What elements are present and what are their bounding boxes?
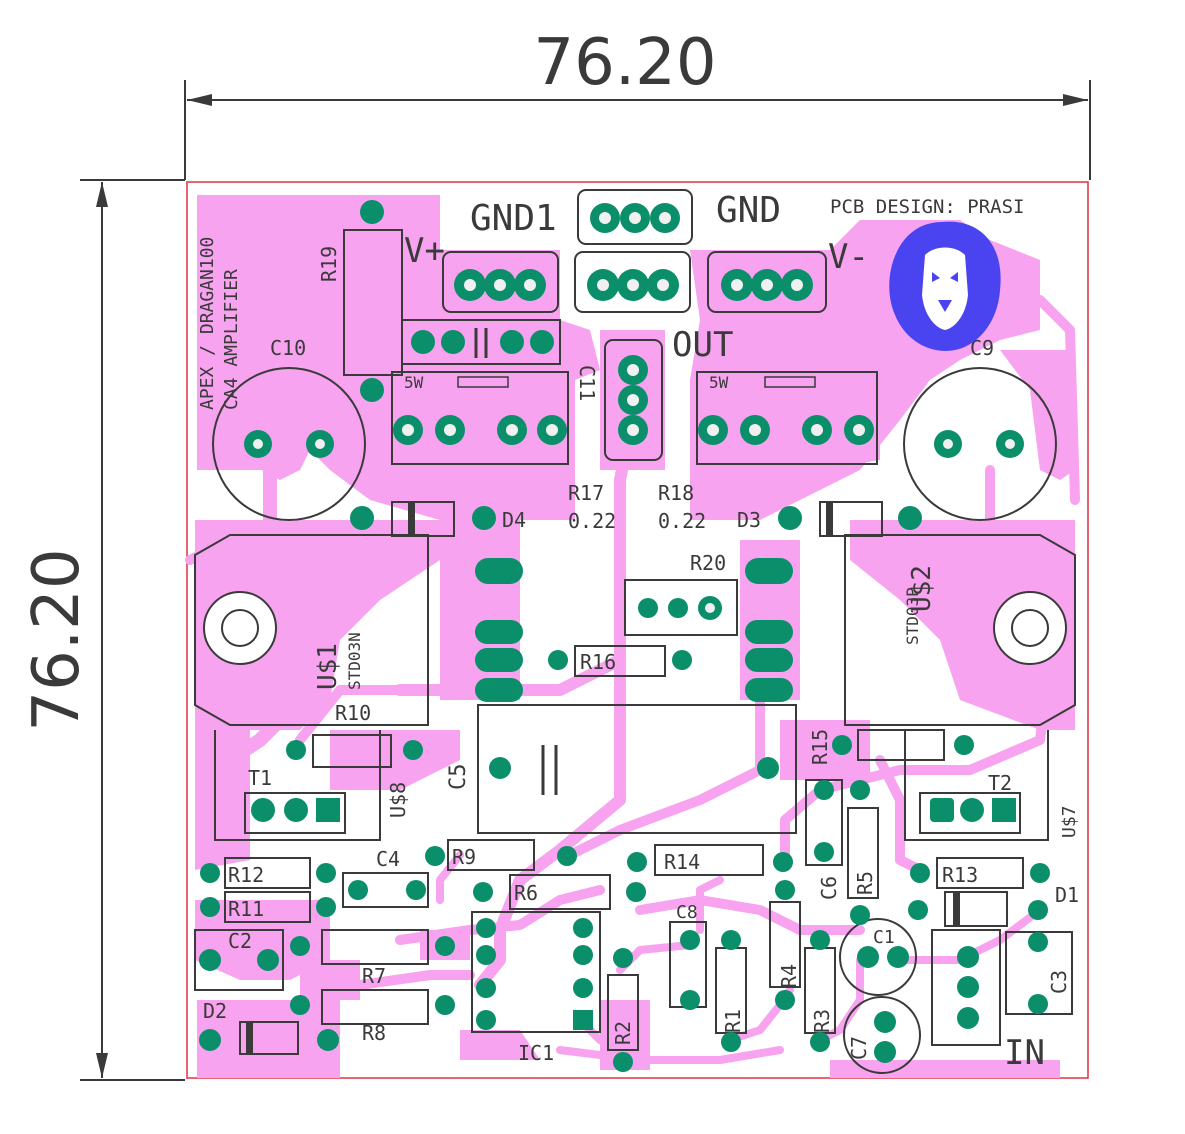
label-r5: R5 [853, 871, 877, 895]
label-r17-watt: 5W [404, 373, 424, 392]
out-label: OUT [672, 325, 733, 365]
label-r1: R1 [721, 1009, 745, 1033]
label-r13: R13 [942, 863, 978, 887]
label-u1: U$1 [313, 643, 343, 690]
silkscreen [194, 189, 1076, 1074]
vminus-label: V- [828, 237, 869, 277]
label-r2: R2 [611, 1021, 635, 1045]
label-c4: C4 [376, 847, 400, 871]
label-r15: R15 [808, 729, 832, 765]
label-c8: C8 [676, 902, 698, 923]
label-r7: R7 [362, 964, 386, 988]
label-c11: C11 [575, 365, 599, 401]
in-label: IN [1004, 1033, 1045, 1073]
pads [199, 200, 1050, 1072]
height-dimension-label: 76.20 [20, 548, 94, 731]
label-r6: R6 [514, 881, 538, 905]
label-r18: R18 [658, 481, 694, 505]
label-c5: C5 [446, 764, 471, 791]
width-dimension-label: 76.20 [533, 26, 716, 100]
title-line-1: APEX / DRAGAN100 [197, 237, 218, 410]
gnd1-label: GND1 [470, 198, 557, 239]
label-r8: R8 [362, 1021, 386, 1045]
label-u7: U$7 [1059, 805, 1080, 838]
label-u2: U$2 [907, 565, 937, 612]
label-r17: R17 [568, 481, 604, 505]
label-r3: R3 [810, 1009, 834, 1033]
label-r19: R19 [317, 246, 341, 282]
label-r4: R4 [777, 964, 801, 988]
title-line-2: CA4 AMPLIFIER [221, 269, 242, 410]
label-d3: D3 [737, 508, 761, 532]
label-c3: C3 [1047, 970, 1071, 994]
label-t2: T2 [988, 771, 1012, 795]
label-u1-type: STD03N [345, 632, 364, 690]
label-r17-value: 0.22 [568, 509, 616, 533]
width-dimension: 76.20 [184, 26, 1091, 180]
label-u2-type: STD03P [903, 587, 922, 645]
height-dimension: 76.20 [20, 179, 185, 1081]
label-r12: R12 [228, 863, 264, 887]
label-c2: C2 [228, 929, 252, 953]
label-r18-watt: 5W [709, 373, 729, 392]
label-c1: C1 [873, 927, 895, 948]
gnd1-connector-outline [577, 189, 693, 245]
gnd-label: GND [716, 190, 781, 231]
label-r11: R11 [228, 897, 264, 921]
label-c10: C10 [270, 336, 306, 360]
label-r9: R9 [452, 845, 476, 869]
label-r16: R16 [580, 650, 616, 674]
label-u8: U$8 [386, 782, 410, 818]
label-d1: D1 [1055, 883, 1079, 907]
silkscreen-labels: GND1 GND V+ V- OUT IN PCB DESIGN: PRASI … [197, 190, 1080, 1073]
label-t1: T1 [248, 766, 272, 790]
label-c6: C6 [817, 876, 841, 900]
label-r14: R14 [664, 850, 700, 874]
vplus-label: V+ [404, 231, 445, 271]
label-c7: C7 [847, 1036, 871, 1060]
label-ic1: IC1 [518, 1041, 554, 1065]
lion-logo-icon [889, 221, 1001, 351]
design-credit: PCB DESIGN: PRASI [830, 196, 1024, 218]
label-r18-value: 0.22 [658, 509, 706, 533]
label-d2: D2 [203, 999, 227, 1023]
label-d4: D4 [502, 508, 526, 532]
label-r20: R20 [690, 551, 726, 575]
label-r10: R10 [335, 701, 371, 725]
